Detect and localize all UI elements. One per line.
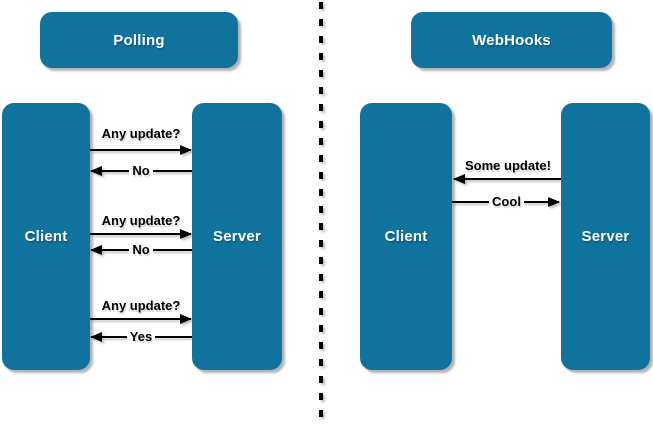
webhooks-title-box: WebHooks	[411, 12, 612, 68]
polling-response-2-label: No	[90, 242, 192, 258]
webhooks-push-label: Some update!	[452, 158, 564, 174]
webhooks-push-text: Some update!	[465, 158, 551, 173]
webhooks-ack-text: Cool	[489, 194, 524, 209]
polling-request-1-label: Any update?	[90, 126, 192, 142]
webhooks-ack-label: Cool	[452, 194, 561, 210]
polling-title-box: Polling	[40, 12, 238, 68]
polling-request-2-text: Any update?	[101, 213, 181, 228]
polling-request-3-label: Any update?	[90, 298, 192, 314]
polling-response-1-label: No	[90, 163, 192, 179]
polling-client-box: Client	[2, 103, 90, 370]
polling-request-2-label: Any update?	[90, 213, 192, 229]
webhooks-title-label: WebHooks	[472, 31, 551, 49]
polling-response-1-text: No	[129, 163, 153, 178]
polling-response-3-label: Yes	[90, 329, 192, 345]
polling-server-label: Server	[213, 228, 261, 245]
polling-response-3-text: Yes	[126, 329, 156, 344]
polling-response-2-text: No	[129, 242, 153, 257]
polling-server-box: Server	[192, 103, 282, 370]
webhooks-server-label: Server	[581, 228, 630, 245]
webhooks-server-box: Server	[561, 103, 650, 370]
webhooks-client-box: Client	[360, 103, 452, 370]
polling-request-1-text: Any update?	[101, 126, 181, 141]
polling-title-label: Polling	[113, 31, 165, 49]
polling-request-3-text: Any update?	[101, 298, 181, 313]
polling-client-label: Client	[24, 228, 68, 245]
webhooks-client-label: Client	[384, 228, 428, 245]
